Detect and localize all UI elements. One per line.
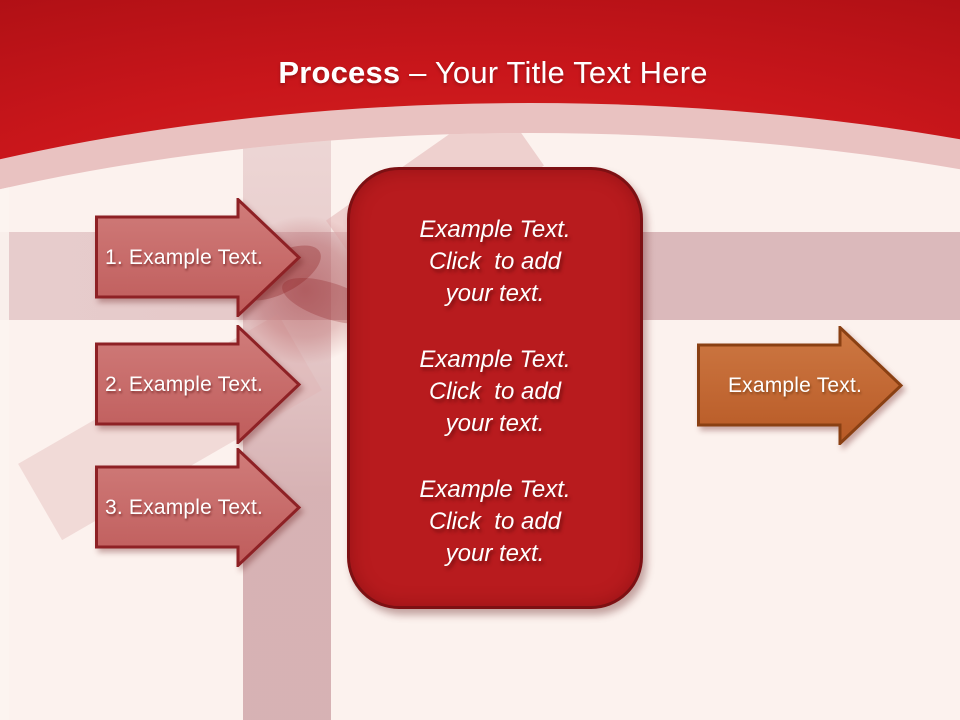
arrow-right-shape	[95, 325, 302, 444]
process-detail-box: Example Text. Click to add your text. Ex…	[347, 167, 643, 609]
text-line: your text.	[445, 540, 545, 567]
detail-paragraph-1: Example Text. Click to add your text.	[350, 214, 640, 310]
step-arrow-1-label: 1. Example Text.	[104, 245, 264, 269]
text-line: Click to add	[428, 378, 562, 405]
text-line: Example Text.	[419, 346, 571, 373]
slide-title-subtitle: – Your Title Text Here	[400, 55, 708, 90]
left-edge-strip	[0, 133, 9, 720]
detail-paragraph-2: Example Text. Click to add your text.	[350, 344, 640, 440]
text-line: Example Text.	[419, 216, 571, 243]
output-arrow: Example Text.	[697, 326, 904, 445]
text-line: Click to add	[428, 248, 562, 275]
process-detail-text: Example Text. Click to add your text. Ex…	[350, 214, 640, 570]
arrow-right-shape	[697, 326, 904, 445]
text-line: your text.	[445, 410, 545, 437]
output-arrow-label: Example Text.	[727, 373, 863, 397]
text-line: Example Text.	[419, 476, 571, 503]
step-arrow-2-label: 2. Example Text.	[104, 372, 264, 396]
arrow-right-shape	[95, 448, 302, 567]
step-arrow-2: 2. Example Text.	[95, 325, 302, 444]
slide-title: Process – Your Title Text Here	[0, 55, 960, 91]
step-arrow-3: 3. Example Text.	[95, 448, 302, 567]
text-line: your text.	[445, 280, 545, 307]
text-line: Click to add	[428, 508, 562, 535]
slide-title-keyword: Process	[278, 55, 401, 90]
step-arrow-1: 1. Example Text.	[95, 198, 302, 317]
arrow-right-shape	[95, 198, 302, 317]
detail-paragraph-3: Example Text. Click to add your text.	[350, 474, 640, 570]
step-arrow-3-label: 3. Example Text.	[104, 495, 264, 519]
